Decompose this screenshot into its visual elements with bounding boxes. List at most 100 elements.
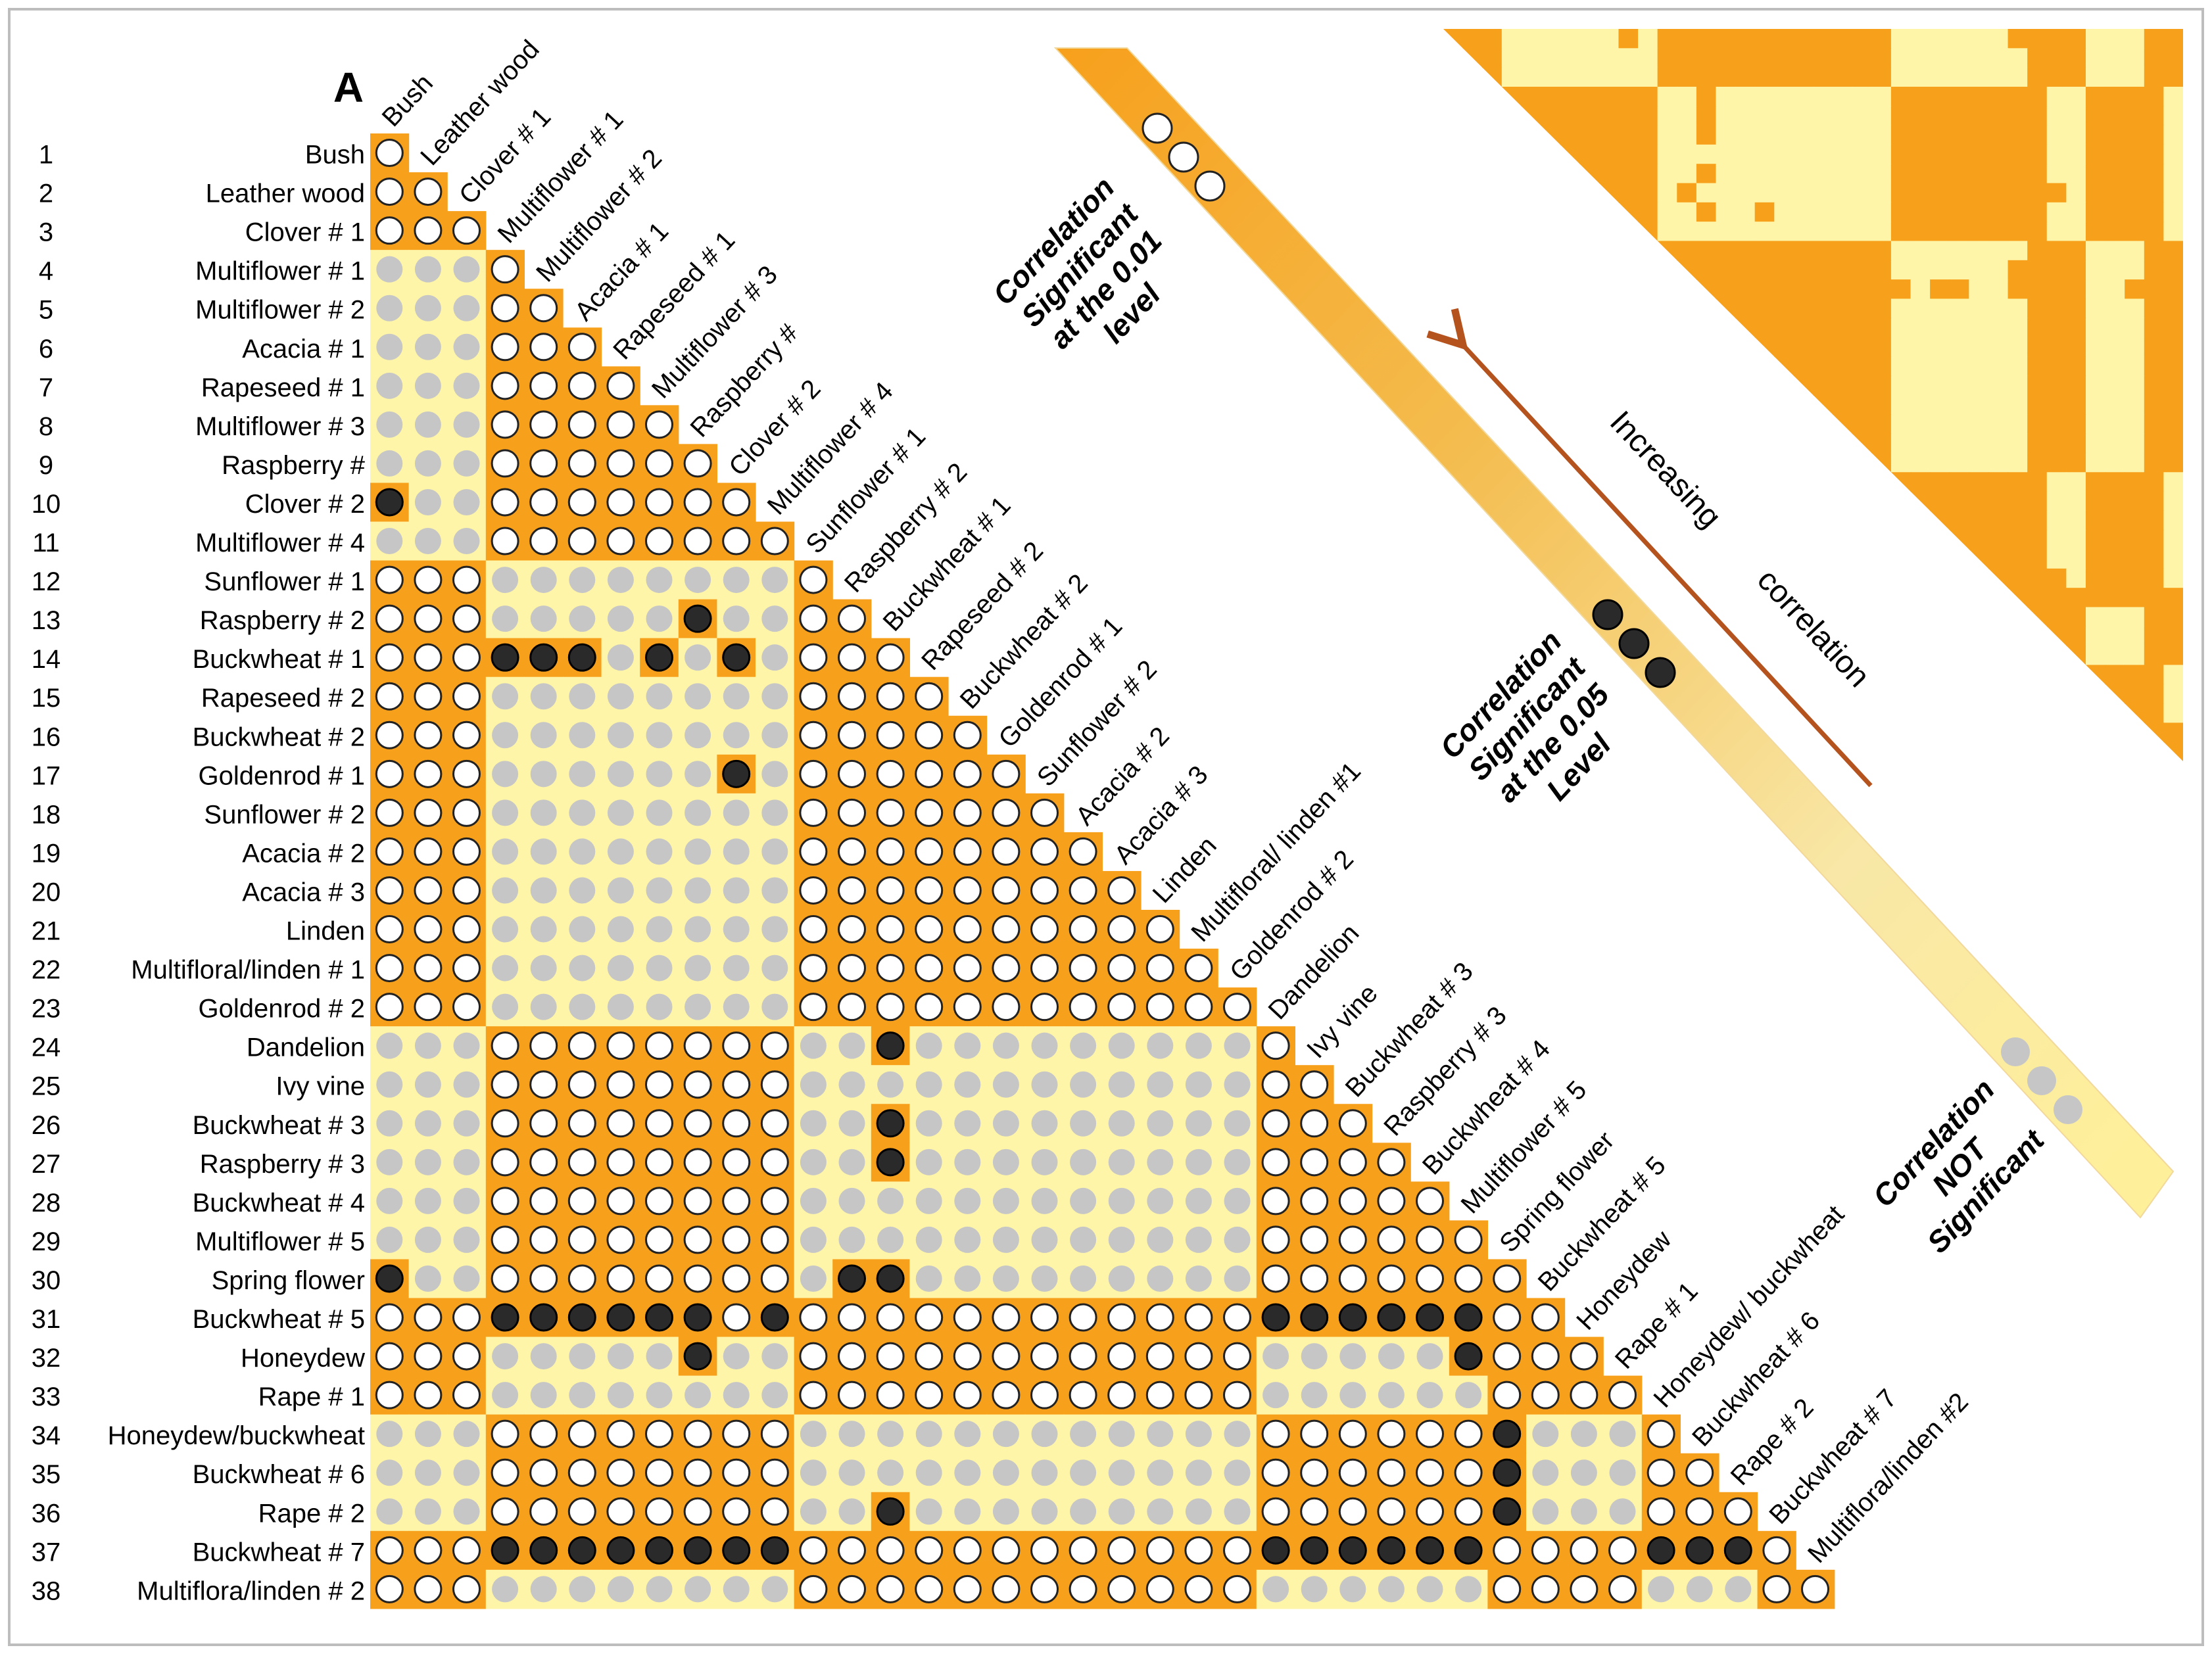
correlation-dot [452,604,481,633]
correlation-dot [606,449,635,478]
correlation-dot [685,916,711,943]
correlation-dot [1416,1458,1444,1487]
correlation-dot [1300,1419,1329,1448]
correlation-dot [838,1264,866,1293]
panel-b-cell [2105,607,2125,627]
panel-b-cell [2163,125,2183,145]
panel-b-cell [1599,144,1620,165]
correlation-dot [838,1226,865,1253]
correlation-dot [375,682,404,711]
correlation-dot [529,488,558,517]
correlation-dot [1184,1574,1213,1603]
correlation-dot [529,643,558,672]
correlation-dot [1416,1225,1444,1254]
correlation-dot [567,449,596,478]
correlation-dot [1147,1459,1174,1486]
correlation-dot [1031,1187,1058,1214]
panel-b-cell [2066,626,2086,646]
panel-b-cell [2163,626,2183,646]
correlation-dot [992,1536,1021,1565]
panel-b-cell [2163,356,2183,377]
correlation-dot [1532,1459,1559,1486]
panel-b-cell [1541,48,1561,68]
legend-dot-sig-001 [1168,141,1199,173]
correlation-dot [683,1458,712,1487]
correlation-dot [1108,1226,1135,1253]
row-label: Multiflower # 5 [195,1227,365,1256]
correlation-dot [569,799,596,826]
correlation-dot [1147,1226,1174,1253]
correlation-dot [414,1342,443,1371]
correlation-dot [1030,798,1059,827]
correlation-dot [761,722,788,749]
panel-b-cell [1969,241,1989,261]
correlation-dot [1454,1497,1483,1526]
panel-b-cell [1541,86,1561,107]
panel-b-cell [1735,241,1756,261]
correlation-dot [414,1226,441,1253]
correlation-dot [992,915,1021,944]
panel-b-cell [1949,375,1970,396]
legend-dot-sig-001 [1194,170,1226,202]
correlation-dot [1454,1458,1483,1487]
correlation-dot [685,955,711,981]
panel-b-cell [1890,202,1911,222]
correlation-dot [530,799,557,826]
panel-b-cell [2163,48,2183,68]
row-number: 16 [32,722,61,751]
correlation-dot [452,993,481,1022]
correlation-dot [1107,1342,1136,1371]
correlation-dot [1531,1342,1560,1371]
correlation-dot [414,1110,441,1137]
row-number: 36 [32,1499,61,1528]
correlation-dot [685,799,711,826]
row-label: Multiflower # 4 [195,529,365,557]
panel-b-cell [2046,241,2067,261]
correlation-dot [1493,1381,1522,1409]
panel-b-cell [2046,279,2067,300]
panel-b-cell [2027,29,2048,49]
panel-b-cell [1735,222,1756,242]
panel-b-cell [1774,125,1794,145]
correlation-dot [567,527,596,555]
correlation-dot [1184,1536,1213,1565]
panel-b-cell [2125,395,2145,415]
correlation-dot [492,722,519,749]
panel-b-cell [1988,318,2009,338]
panel-b-cell [2144,568,2165,588]
panel-b-cell [1657,86,1678,107]
correlation-dot [1145,1342,1174,1371]
correlation-dot [953,1381,982,1409]
row-number: 5 [39,296,53,325]
panel-b-cell [1501,29,1522,49]
correlation-dot [1185,1226,1212,1253]
panel-b-cell [1930,452,1950,473]
correlation-dot [646,683,673,710]
correlation-dot [530,722,557,749]
panel-b-cell [1793,337,1814,358]
row-number: 19 [32,839,61,868]
panel-b-cell [2144,549,2165,569]
correlation-dot [414,1574,443,1603]
correlation-dot [1377,1187,1406,1216]
row-number: 35 [32,1460,61,1489]
correlation-dot [1454,1264,1483,1293]
correlation-dot [800,1498,827,1525]
correlation-dot [453,1226,480,1253]
correlation-dot [1532,1421,1559,1448]
panel-b-cell [2125,202,2145,222]
correlation-dot [799,565,828,594]
panel-b-cell [1833,318,1853,338]
correlation-dot [567,1031,596,1060]
correlation-dot [414,954,443,983]
correlation-dot [607,1576,634,1603]
row-label: Multiflower # 3 [195,412,365,441]
correlation-dot [992,1381,1021,1409]
panel-b-cell [2027,433,2048,454]
correlation-dot [569,993,596,1020]
correlation-dot [1570,1421,1597,1448]
panel-b-cell [1852,298,1873,319]
panel-b-cell [1988,472,2009,492]
correlation-dot [606,1536,635,1565]
panel-b-cell [2105,510,2125,531]
